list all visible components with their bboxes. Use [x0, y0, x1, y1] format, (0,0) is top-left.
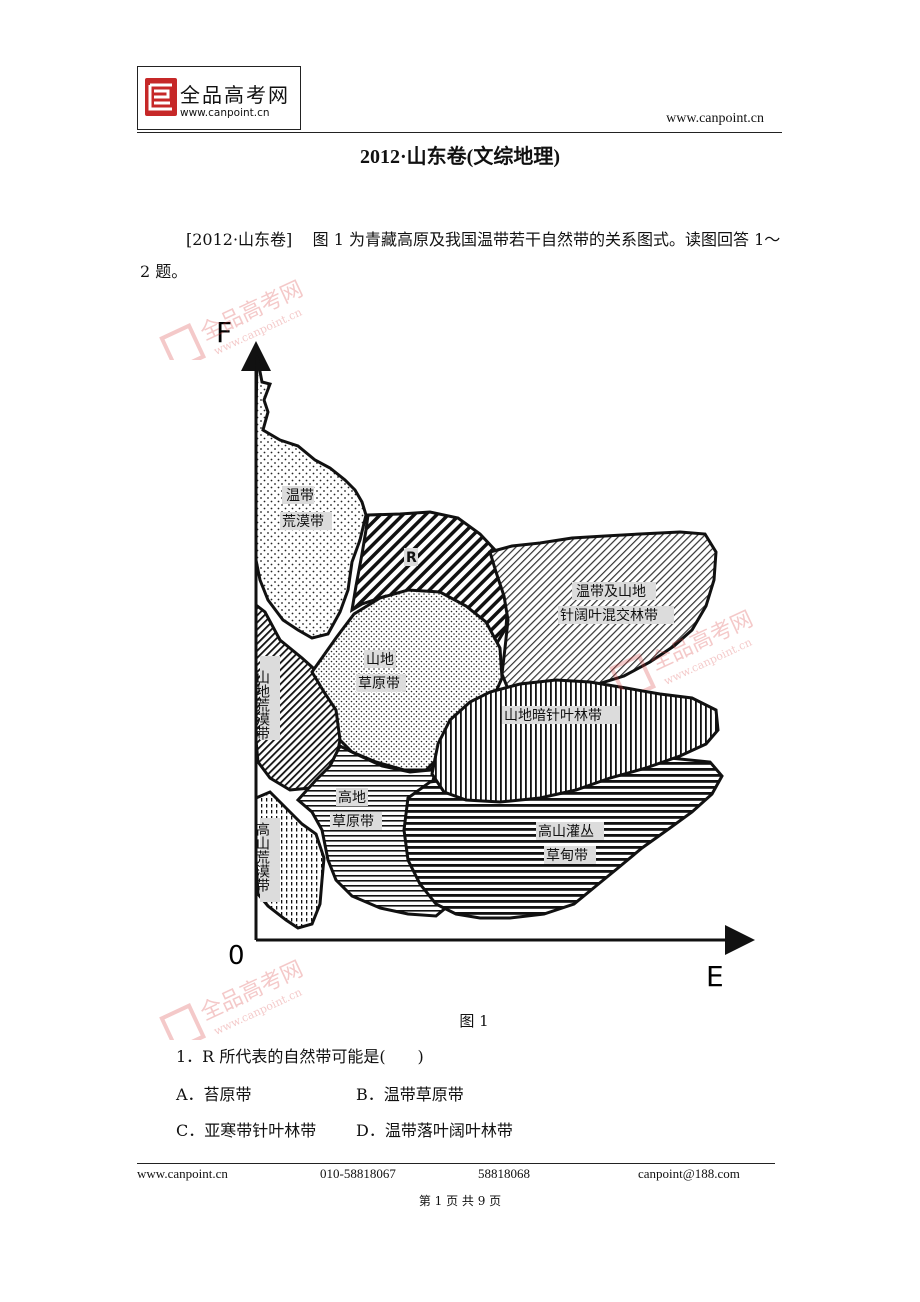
label-alpine-shrub-1: 高山灌丛: [538, 823, 594, 840]
header-site-url[interactable]: www.canpoint.cn: [666, 111, 764, 126]
seal-icon: [145, 78, 177, 116]
logo-text: 全品高考网: [180, 83, 290, 107]
label-alpine-shrub-2: 草甸带: [546, 848, 588, 864]
question-1-stem: 1．R 所代表的自然带可能是( ): [176, 1047, 424, 1066]
label-r: R: [406, 550, 417, 566]
figure-caption: 图 1: [459, 1012, 489, 1030]
label-mixed-forest-1: 温带及山地: [576, 584, 646, 600]
page-number: 第 1 页 共 9 页: [418, 1194, 502, 1208]
label-alpine-desert: 高山荒漠带: [254, 821, 270, 893]
intro-paragraph: [2012·山东卷] 图 1 为青藏高原及我国温带若干自然带的关系图式。读图回答…: [140, 224, 785, 288]
intro-source: [2012·山东卷]: [186, 230, 293, 249]
footer-url[interactable]: www.canpoint.cn: [137, 1166, 228, 1181]
footer-email[interactable]: canpoint@188.com: [638, 1166, 740, 1181]
x-axis-label: E: [706, 960, 724, 993]
label-highland-grassland-1: 高地: [338, 789, 366, 806]
footer-phone-2: 58818068: [478, 1166, 530, 1181]
watermark-right: 全品高考网 www.canpoint.cn: [609, 607, 757, 690]
label-mountain-desert: 山地荒漠带: [254, 670, 270, 741]
header-divider: [137, 132, 782, 133]
figure-1-diagram: F E 0 温带 荒漠带 R 温带及山地 针阔叶混交林带 山地 草原带 山地荒漠…: [216, 316, 755, 993]
label-mountain-grassland-1: 山地: [366, 652, 394, 668]
label-mountain-grassland-2: 草原带: [358, 676, 400, 692]
label-highland-grassland-2: 草原带: [332, 814, 374, 830]
label-temperate-desert-1: 温带: [286, 488, 314, 504]
label-mixed-forest-2: 针阔叶混交林带: [560, 607, 658, 624]
intro-text: 图 1 为青藏高原及我国温带若干自然带的关系图式。读图回答 1～2 题。: [140, 230, 781, 281]
watermark-bottom: 全品高考网 www.canpoint.cn: [159, 957, 307, 1040]
y-axis-label: F: [216, 316, 232, 349]
footer-phone-1: 010-58818067: [320, 1166, 396, 1181]
option-c[interactable]: C．亚寒带针叶林带: [176, 1121, 317, 1140]
document-title: 2012·山东卷(文综地理): [360, 146, 560, 168]
footer-divider: [137, 1163, 775, 1164]
origin-label: 0: [228, 941, 245, 971]
logo-url: www.canpoint.cn: [180, 107, 270, 119]
label-temperate-desert-2: 荒漠带: [282, 514, 324, 530]
watermark-top: 全品高考网 www.canpoint.cn: [159, 277, 307, 360]
option-d[interactable]: D．温带落叶阔叶林带: [356, 1121, 513, 1140]
label-dark-conifer: 山地暗针叶林带: [504, 708, 602, 724]
option-b[interactable]: B．温带草原带: [356, 1085, 464, 1104]
site-logo[interactable]: 全品高考网 www.canpoint.cn: [137, 66, 301, 130]
option-a[interactable]: A．苔原带: [176, 1085, 252, 1104]
